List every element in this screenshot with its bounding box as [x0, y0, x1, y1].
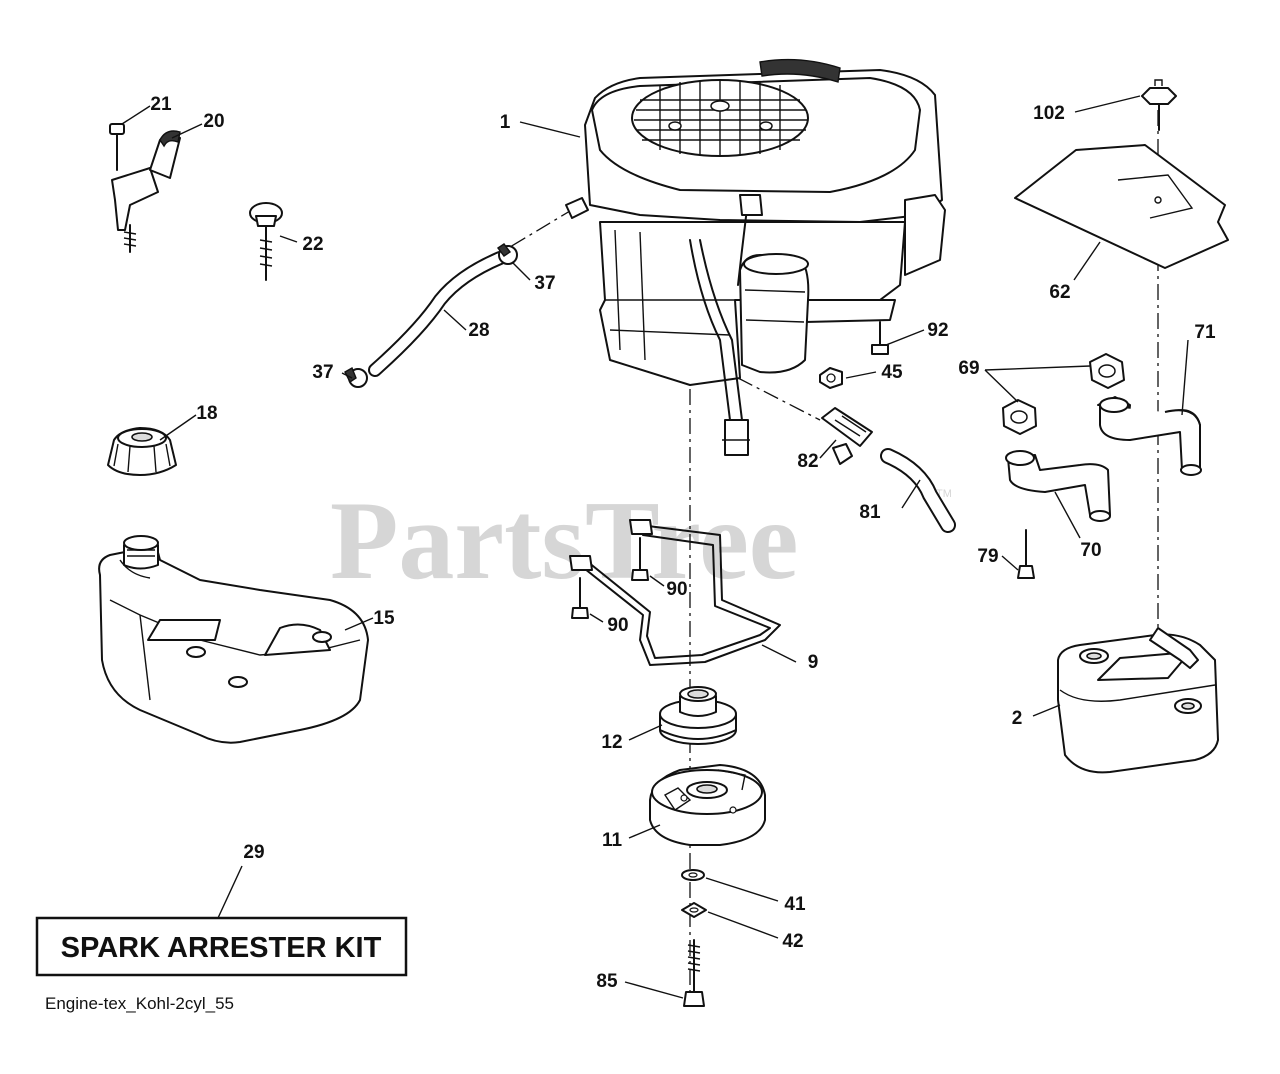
fuel-cap[interactable]: [107, 427, 177, 476]
callout-18: 18: [196, 403, 217, 424]
bolt-90-upper[interactable]: [631, 537, 649, 581]
callout-11: 11: [602, 830, 623, 851]
callout-62: 62: [1049, 282, 1070, 303]
callout-69: 69: [958, 358, 979, 379]
callout-12: 12: [601, 732, 622, 753]
callout-45: 45: [881, 362, 903, 383]
callout-9: 9: [808, 652, 819, 673]
fuel-tank[interactable]: [98, 535, 369, 744]
exhaust-pipe-left[interactable]: [1005, 450, 1111, 522]
exhaust-gasket-lower[interactable]: [1002, 399, 1037, 435]
callout-37-lower: 37: [312, 362, 333, 383]
engine[interactable]: [584, 58, 946, 456]
callout-1: 1: [500, 112, 511, 133]
callout-71: 71: [1194, 322, 1216, 343]
fuel-fitting[interactable]: [565, 197, 589, 219]
hose-clamp-upper[interactable]: [496, 243, 518, 265]
spark-arrester-kit-box[interactable]: [35, 916, 408, 977]
fuel-filter[interactable]: [821, 407, 873, 465]
callout-21: 21: [150, 94, 172, 115]
callout-29: 29: [243, 842, 264, 863]
fuel-line[interactable]: [368, 251, 507, 377]
throttle-control[interactable]: [111, 130, 181, 253]
electric-clutch[interactable]: [649, 764, 766, 846]
fuel-line-path: [504, 207, 576, 251]
throttle-screw[interactable]: [109, 123, 125, 171]
spark-arrester-kit-label: SPARK ARRESTER KIT: [61, 932, 382, 964]
heat-shield-bolt[interactable]: [1141, 79, 1177, 131]
fitting-path: [737, 377, 821, 421]
nut-45[interactable]: [819, 367, 843, 389]
engine-pulley[interactable]: [659, 686, 737, 745]
callout-28: 28: [468, 320, 489, 341]
callout-82: 82: [797, 451, 818, 472]
callout-85: 85: [596, 971, 618, 992]
hose-clamp-lower[interactable]: [344, 366, 368, 388]
bolt-90-lower[interactable]: [571, 577, 589, 619]
callout-37-upper: 37: [534, 273, 555, 294]
engine-mount-bracket[interactable]: [569, 519, 781, 666]
washer-42[interactable]: [681, 902, 707, 918]
clutch-bolt[interactable]: [683, 939, 705, 1007]
callout-42: 42: [782, 931, 803, 952]
callout-41: 41: [784, 894, 806, 915]
callout-79: 79: [977, 546, 998, 567]
callout-102: 102: [1033, 103, 1065, 124]
fuel-hose-short[interactable]: [880, 448, 956, 533]
drawing-code: Engine-tex_Kohl-2cyl_55: [45, 994, 234, 1013]
callout-2: 2: [1012, 708, 1023, 729]
choke-knob[interactable]: [249, 202, 283, 281]
callout-22: 22: [302, 234, 323, 255]
exhaust-pipe-right[interactable]: [1097, 396, 1202, 476]
callout-90-lower: 90: [607, 615, 628, 636]
heat-shield[interactable]: [1014, 144, 1229, 269]
callout-81: 81: [859, 502, 881, 523]
callout-70: 70: [1080, 540, 1101, 561]
washer-41[interactable]: [681, 869, 705, 881]
watermark: PartsTree: [330, 479, 799, 603]
bolt-92[interactable]: [871, 321, 889, 355]
callout-92: 92: [927, 320, 948, 341]
callout-15: 15: [373, 608, 395, 629]
callout-20: 20: [203, 111, 224, 132]
leader-lines: [121, 95, 1189, 999]
callout-90-upper: 90: [666, 579, 687, 600]
muffler[interactable]: [1057, 627, 1219, 774]
exhaust-bolt[interactable]: [1017, 529, 1035, 579]
exhaust-gasket-upper[interactable]: [1089, 353, 1125, 389]
